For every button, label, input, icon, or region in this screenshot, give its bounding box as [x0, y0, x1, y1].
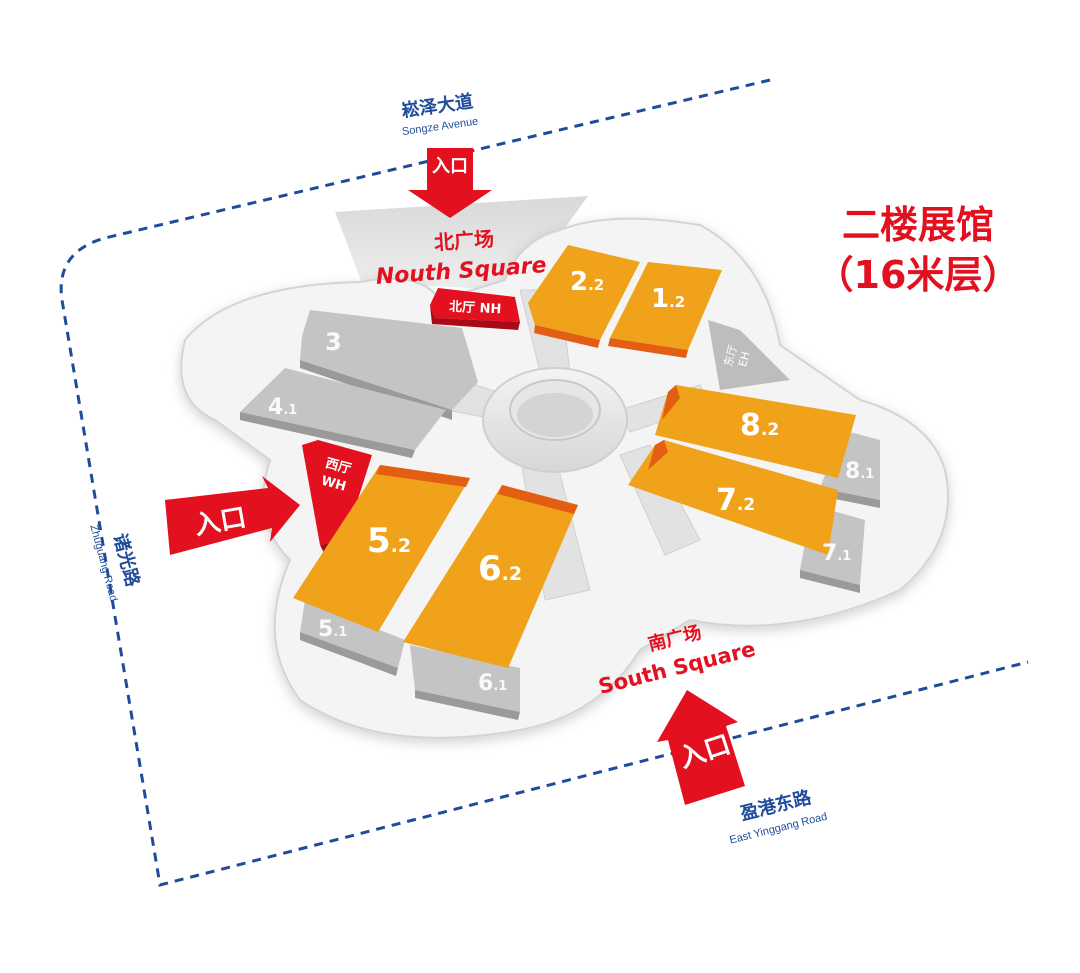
road-south-label: 盈港东路 East Yinggang Road — [728, 786, 828, 847]
svg-text:东厅: 东厅 — [722, 343, 740, 368]
hall-6-2[interactable] — [403, 485, 578, 668]
hall-2-2-label: 2.2 — [570, 267, 604, 297]
svg-text:6.2: 6.2 — [478, 549, 522, 589]
hall-2-2[interactable] — [528, 245, 640, 348]
hall-4-1-label: 4.1 — [268, 395, 297, 420]
east-lobby-label: 东厅 EH — [722, 343, 753, 368]
svg-text:3: 3 — [325, 328, 342, 356]
svg-text:5.1: 5.1 — [318, 617, 347, 642]
east-lobby — [708, 320, 790, 390]
hall-1-2-label: 1.2 — [651, 284, 685, 314]
svg-text:7.2: 7.2 — [716, 483, 755, 518]
svg-text:2.2: 2.2 — [570, 267, 604, 297]
floor-title: 二楼展馆 （16米层） — [816, 203, 1021, 297]
hall-7-1-label: 7.1 — [822, 541, 851, 566]
hall-1-2[interactable] — [608, 262, 722, 358]
hall-7-2[interactable] — [628, 440, 838, 555]
entrance-north[interactable]: 入口 — [408, 148, 492, 218]
svg-text:5.2: 5.2 — [367, 521, 411, 561]
svg-text:1.2: 1.2 — [651, 284, 685, 314]
svg-text:8.1: 8.1 — [845, 459, 874, 484]
svg-text:7.1: 7.1 — [822, 541, 851, 566]
central-hub — [482, 367, 628, 473]
svg-text:WH: WH — [319, 474, 347, 495]
site-boundary — [59, 78, 1029, 887]
north-lobby — [430, 288, 520, 330]
svg-text:6.1: 6.1 — [478, 671, 507, 696]
svg-text:（16米层）: （16米层） — [816, 253, 1021, 297]
hall-6-1-label: 6.1 — [478, 671, 507, 696]
hall-6-2-label: 6.2 — [478, 549, 522, 589]
inactive-halls — [240, 310, 880, 720]
svg-text:北广场: 北广场 — [433, 227, 495, 255]
hall-3-label: 3 — [325, 328, 342, 356]
svg-text:二楼展馆: 二楼展馆 — [842, 203, 994, 247]
hall-5-2-label: 5.2 — [367, 521, 411, 561]
road-west-label: 诸光路 Zhuguang Road — [87, 523, 144, 602]
hall-8-1-label: 8.1 — [845, 459, 874, 484]
entrance-west[interactable]: 入口 — [165, 476, 300, 555]
svg-text:西厅: 西厅 — [324, 456, 353, 477]
hall-5-1 — [300, 600, 405, 676]
west-lobby-label: 西厅 WH — [319, 456, 353, 495]
hall-4-1 — [240, 368, 446, 458]
entrance-south[interactable]: 入口 — [657, 690, 745, 805]
active-halls — [293, 245, 856, 668]
hall-8-2-label: 8.2 — [740, 408, 779, 443]
svg-text:8.2: 8.2 — [740, 408, 779, 443]
svg-text:EH: EH — [736, 350, 753, 368]
north-lobby-label: 北厅 NH — [449, 300, 502, 318]
hall-5-1-label: 5.1 — [318, 617, 347, 642]
hall-6-1 — [410, 645, 520, 720]
hall-8-2[interactable] — [655, 385, 856, 478]
road-north-label: 崧泽大道 Songze Avenue — [400, 90, 479, 138]
hall-5-2[interactable] — [293, 465, 470, 632]
hall-7-2-label: 7.2 — [716, 483, 755, 518]
svg-text:4.1: 4.1 — [268, 395, 297, 420]
svg-text:入口: 入口 — [432, 156, 468, 177]
